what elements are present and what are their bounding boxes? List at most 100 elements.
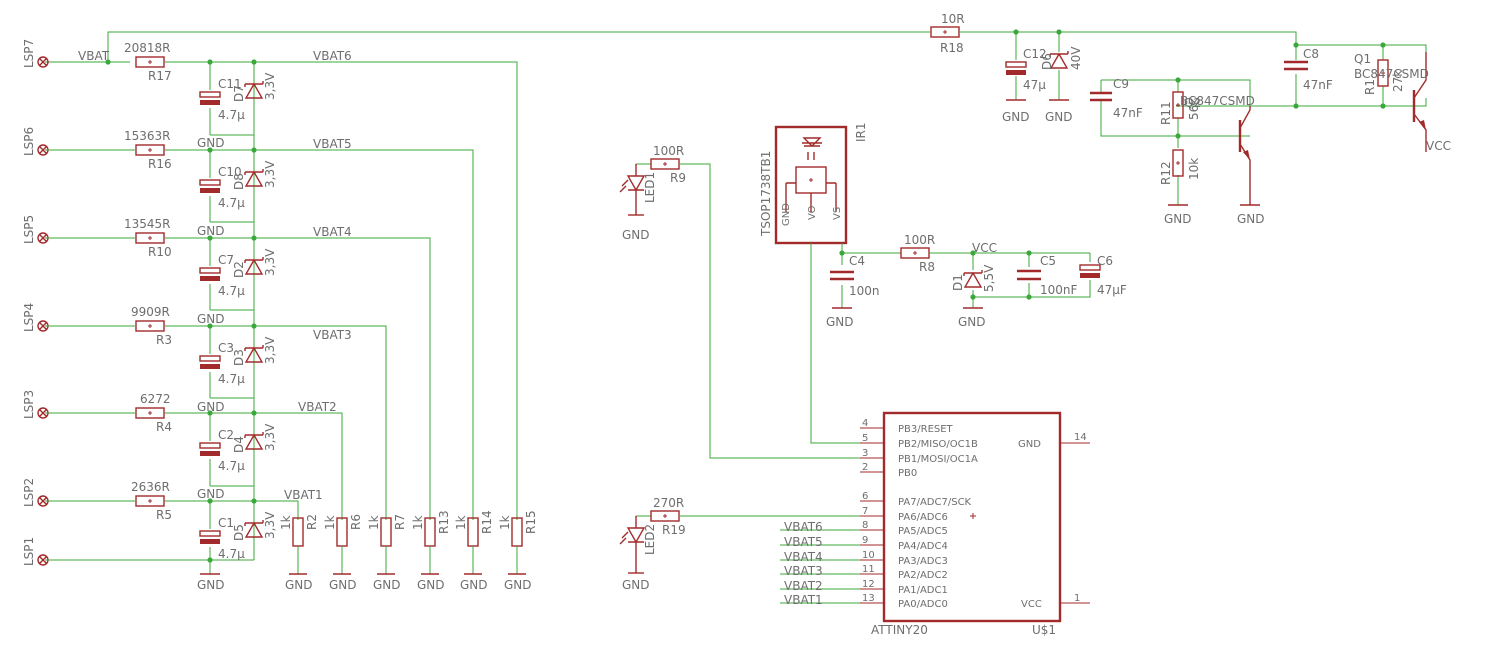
svg-text:3,3V: 3,3V <box>263 511 277 539</box>
svg-text:100R: 100R <box>653 144 684 158</box>
svg-text:D6: D6 <box>1040 53 1054 70</box>
transistor-q1[interactable]: Q1 BC847CSMD VCC <box>1354 52 1451 153</box>
zener-d1[interactable]: D1 5,5V GND <box>951 264 996 329</box>
svg-text:VBAT1: VBAT1 <box>784 593 823 607</box>
resistor-r10[interactable]: 13545R R10 <box>124 217 172 259</box>
resistor-r8[interactable]: 100R R8 <box>900 233 935 274</box>
svg-text:D2: D2 <box>232 261 246 278</box>
capacitor-c12[interactable]: C12 47µ GND <box>1002 47 1047 124</box>
net-label-vbat: VBAT <box>78 49 110 63</box>
series-resistors: 20818R R17 15363R R16 13545R R10 9909R R… <box>124 41 172 522</box>
svg-text:4.7µ: 4.7µ <box>218 108 245 122</box>
svg-text:3,3V: 3,3V <box>263 72 277 100</box>
resistor-r15[interactable]: 1k R15 GND <box>498 510 538 592</box>
capacitor-c2[interactable]: C2 4.7µ GND <box>197 428 245 501</box>
mcu-vbat-labels: VBAT6 VBAT5 VBAT4 VBAT3 VBAT2 VBAT1 <box>784 520 823 607</box>
led-led1[interactable]: LED1 GND <box>619 164 657 242</box>
svg-text:4.7µ: 4.7µ <box>218 284 245 298</box>
resistor-r19[interactable]: 270R R19 <box>650 496 686 537</box>
resistor-r6[interactable]: 1k R6 GND <box>323 514 363 592</box>
mcu-pin-label: PA0/ADC0 <box>898 599 948 610</box>
zener-d6[interactable]: D6 40V GND <box>1040 46 1083 124</box>
zener-d7[interactable]: D7 3,3V <box>232 72 277 102</box>
resistor-r13[interactable]: 1k R13 GND <box>411 510 451 592</box>
resistor-r4[interactable]: 6272 R4 <box>135 392 172 434</box>
mcu-pin-number: 4 <box>862 418 868 429</box>
mcu-pin-number: 9 <box>862 535 868 546</box>
svg-text:VBAT4: VBAT4 <box>313 225 352 239</box>
svg-text:VBAT3: VBAT3 <box>784 564 823 578</box>
ir-receiver[interactable]: GND VO VS TSOP1738TB1 IR1 <box>759 122 868 245</box>
resistor-r5[interactable]: 2636R R5 <box>131 480 172 522</box>
capacitor-c4[interactable]: C4 100n GND <box>826 254 880 329</box>
svg-text:GND: GND <box>285 578 313 592</box>
led1-circuit: 100R R9 LED1 GND <box>619 144 860 459</box>
svg-text:R17: R17 <box>148 69 172 83</box>
resistor-r7[interactable]: 1k R7 GND <box>367 514 407 592</box>
svg-text:C5: C5 <box>1040 254 1056 268</box>
resistor-r11[interactable]: R11 56k <box>1159 91 1201 125</box>
resistor-r9[interactable]: 100R R9 <box>650 144 686 185</box>
svg-text:VBAT6: VBAT6 <box>784 520 823 534</box>
svg-text:GND: GND <box>460 578 488 592</box>
net-label-vcc-filter: VCC <box>972 241 997 255</box>
svg-text:100R: 100R <box>904 233 935 247</box>
svg-text:1k: 1k <box>498 515 512 530</box>
resistor-r2[interactable]: 1k R2 GND <box>279 514 319 592</box>
resistor-r12[interactable]: R12 10k GND <box>1159 149 1201 226</box>
mcu-pin-label: PA1/ADC1 <box>898 585 948 596</box>
capacitor-c10[interactable]: C10 4.7µ GND <box>197 165 245 238</box>
resistor-r14[interactable]: 1k R14 GND <box>454 510 494 592</box>
svg-text:100n: 100n <box>849 284 880 298</box>
capacitor-c9[interactable]: C9 47nF <box>1090 77 1143 120</box>
svg-text:GND: GND <box>826 315 854 329</box>
zener-d3[interactable]: D3 3,3V <box>232 336 277 366</box>
svg-text:VCC: VCC <box>1426 139 1451 153</box>
svg-text:R8: R8 <box>919 260 935 274</box>
capacitor-c8[interactable]: C8 47nF <box>1284 47 1333 92</box>
zener-d4[interactable]: D4 3,3V <box>232 423 277 453</box>
svg-text:5,5V: 5,5V <box>982 264 996 292</box>
zener-d2[interactable]: D2 3,3V <box>232 248 277 278</box>
svg-text:R5: R5 <box>156 508 172 522</box>
svg-text:D7: D7 <box>232 85 246 102</box>
capacitor-c7[interactable]: C7 4.7µ GND <box>197 253 245 326</box>
capacitor-c3[interactable]: C3 4.7µ GND <box>197 341 245 414</box>
label-lsp6: LSP6 <box>22 127 36 156</box>
svg-text:C3: C3 <box>218 341 234 355</box>
capacitor-c5[interactable]: C5 100nF <box>1017 254 1078 297</box>
svg-text:GND: GND <box>329 578 357 592</box>
mcu-pin-number: 7 <box>862 506 868 517</box>
capacitor-c1[interactable]: C1 4.7µ <box>199 516 245 561</box>
svg-text:D4: D4 <box>232 436 246 453</box>
capacitor-c6[interactable]: C6 47µF <box>1079 254 1127 297</box>
zener-d5[interactable]: D5 3,3V <box>232 511 277 541</box>
capacitor-c11[interactable]: C11 4.7µ GND <box>197 77 245 150</box>
zener-d8[interactable]: D8 3,3V <box>232 160 277 190</box>
resistor-r1[interactable]: R1 27k <box>1363 59 1405 95</box>
mcu-attiny20[interactable] <box>860 411 1090 623</box>
svg-text:R16: R16 <box>148 157 172 171</box>
resistor-r17[interactable]: 20818R R17 <box>124 41 172 83</box>
led-led2[interactable]: LED2 GND <box>619 516 657 592</box>
resistor-r16[interactable]: 15363R R16 <box>124 129 172 171</box>
q2-part: BC847CSMD <box>1180 94 1255 108</box>
mcu-pin-label: PB2/MISO/OC1B <box>898 439 978 450</box>
svg-text:13545R: 13545R <box>124 217 171 231</box>
c12-d6-wires <box>1015 32 1060 100</box>
svg-text:GND: GND <box>504 578 532 592</box>
vbat-net-labels: VBAT6 VBAT5 VBAT4 VBAT3 VBAT2 VBAT1 <box>284 49 352 502</box>
svg-text:VBAT2: VBAT2 <box>298 400 337 414</box>
transistor-q2[interactable]: Q2 BC847CSMD GND <box>1180 94 1265 226</box>
svg-text:3,3V: 3,3V <box>263 336 277 364</box>
connector-lsp7[interactable] <box>37 56 49 68</box>
svg-text:R10: R10 <box>148 245 172 259</box>
svg-text:10R: 10R <box>941 12 965 26</box>
resistor-r3[interactable]: 9909R R3 <box>131 305 172 347</box>
vbat-rail <box>45 29 1427 520</box>
svg-text:47nF: 47nF <box>1113 106 1143 120</box>
ladder-wires <box>45 62 474 574</box>
svg-text:C6: C6 <box>1097 254 1113 268</box>
resistor-r18[interactable]: 10R R18 <box>930 12 965 55</box>
ladder-caps: C11 4.7µ GND C10 4.7µ GND C7 4.7µ GND C3… <box>197 77 245 592</box>
